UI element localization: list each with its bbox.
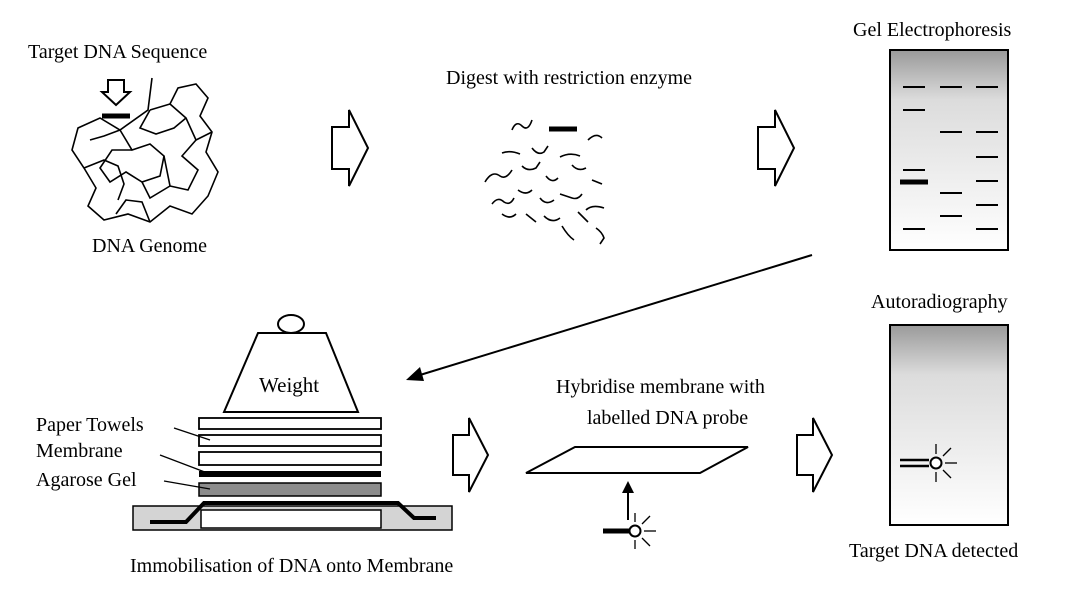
hybridise-label-line2: labelled DNA probe xyxy=(587,407,748,429)
target-down-arrow-icon xyxy=(99,79,133,107)
dna-genome-tangle xyxy=(71,77,219,223)
wick-paper xyxy=(150,501,436,524)
paper-towel-3 xyxy=(198,451,382,466)
weight-handle xyxy=(277,314,305,334)
step-arrow-4-icon xyxy=(796,417,834,493)
membrane-layer xyxy=(199,471,381,477)
gel-electrophoresis-label: Gel Electrophoresis xyxy=(853,19,1011,41)
probe-up-arrowhead-icon xyxy=(622,481,634,493)
step-arrow-1-icon xyxy=(331,109,370,187)
autoradiography-label: Autoradiography xyxy=(871,291,1008,313)
labelled-probe-icon xyxy=(603,513,656,549)
gel-bands xyxy=(903,86,998,230)
immobilisation-label: Immobilisation of DNA onto Membrane xyxy=(130,555,453,577)
genome-label: DNA Genome xyxy=(92,235,207,257)
digest-label: Digest with restriction enzyme xyxy=(446,67,692,89)
transfer-arrowhead-icon xyxy=(406,367,424,381)
autoradiography-panel: Autoradiography Target DNA detected xyxy=(849,291,1018,562)
autoradiograph-film xyxy=(889,324,1009,526)
label-pointers xyxy=(159,427,211,490)
step-arrow-2-icon xyxy=(757,109,796,187)
detected-band-icon xyxy=(900,444,957,482)
blot-panel: Weight Paper Towels Membrane Agarose Gel… xyxy=(36,314,453,577)
membrane-label: Membrane xyxy=(36,440,123,462)
target-sequence-label: Target DNA Sequence xyxy=(28,41,207,63)
paper-towel-2 xyxy=(198,434,382,447)
agarose-gel-layer xyxy=(198,482,382,497)
genome-panel: Target DNA Sequence DNA Genome xyxy=(28,41,219,257)
weight-label: Weight xyxy=(259,373,319,397)
membrane-sheet xyxy=(525,446,749,474)
gel-panel: Gel Electrophoresis xyxy=(853,19,1011,251)
step-arrow-3-icon xyxy=(452,417,490,493)
paper-towel-1 xyxy=(198,417,382,430)
hybridise-label-line1: Hybridise membrane with xyxy=(556,376,765,398)
target-detected-label: Target DNA detected xyxy=(849,540,1018,562)
transfer-arrow xyxy=(406,254,813,381)
gel-slab xyxy=(889,49,1009,251)
hybridise-panel: Hybridise membrane with labelled DNA pro… xyxy=(525,376,765,549)
dna-fragments xyxy=(484,119,605,245)
paper-towels-label: Paper Towels xyxy=(36,414,144,436)
support-block xyxy=(200,509,382,529)
agarose-gel-label: Agarose Gel xyxy=(36,469,137,491)
weight-block xyxy=(222,332,360,413)
digest-panel: Digest with restriction enzyme xyxy=(446,67,692,245)
